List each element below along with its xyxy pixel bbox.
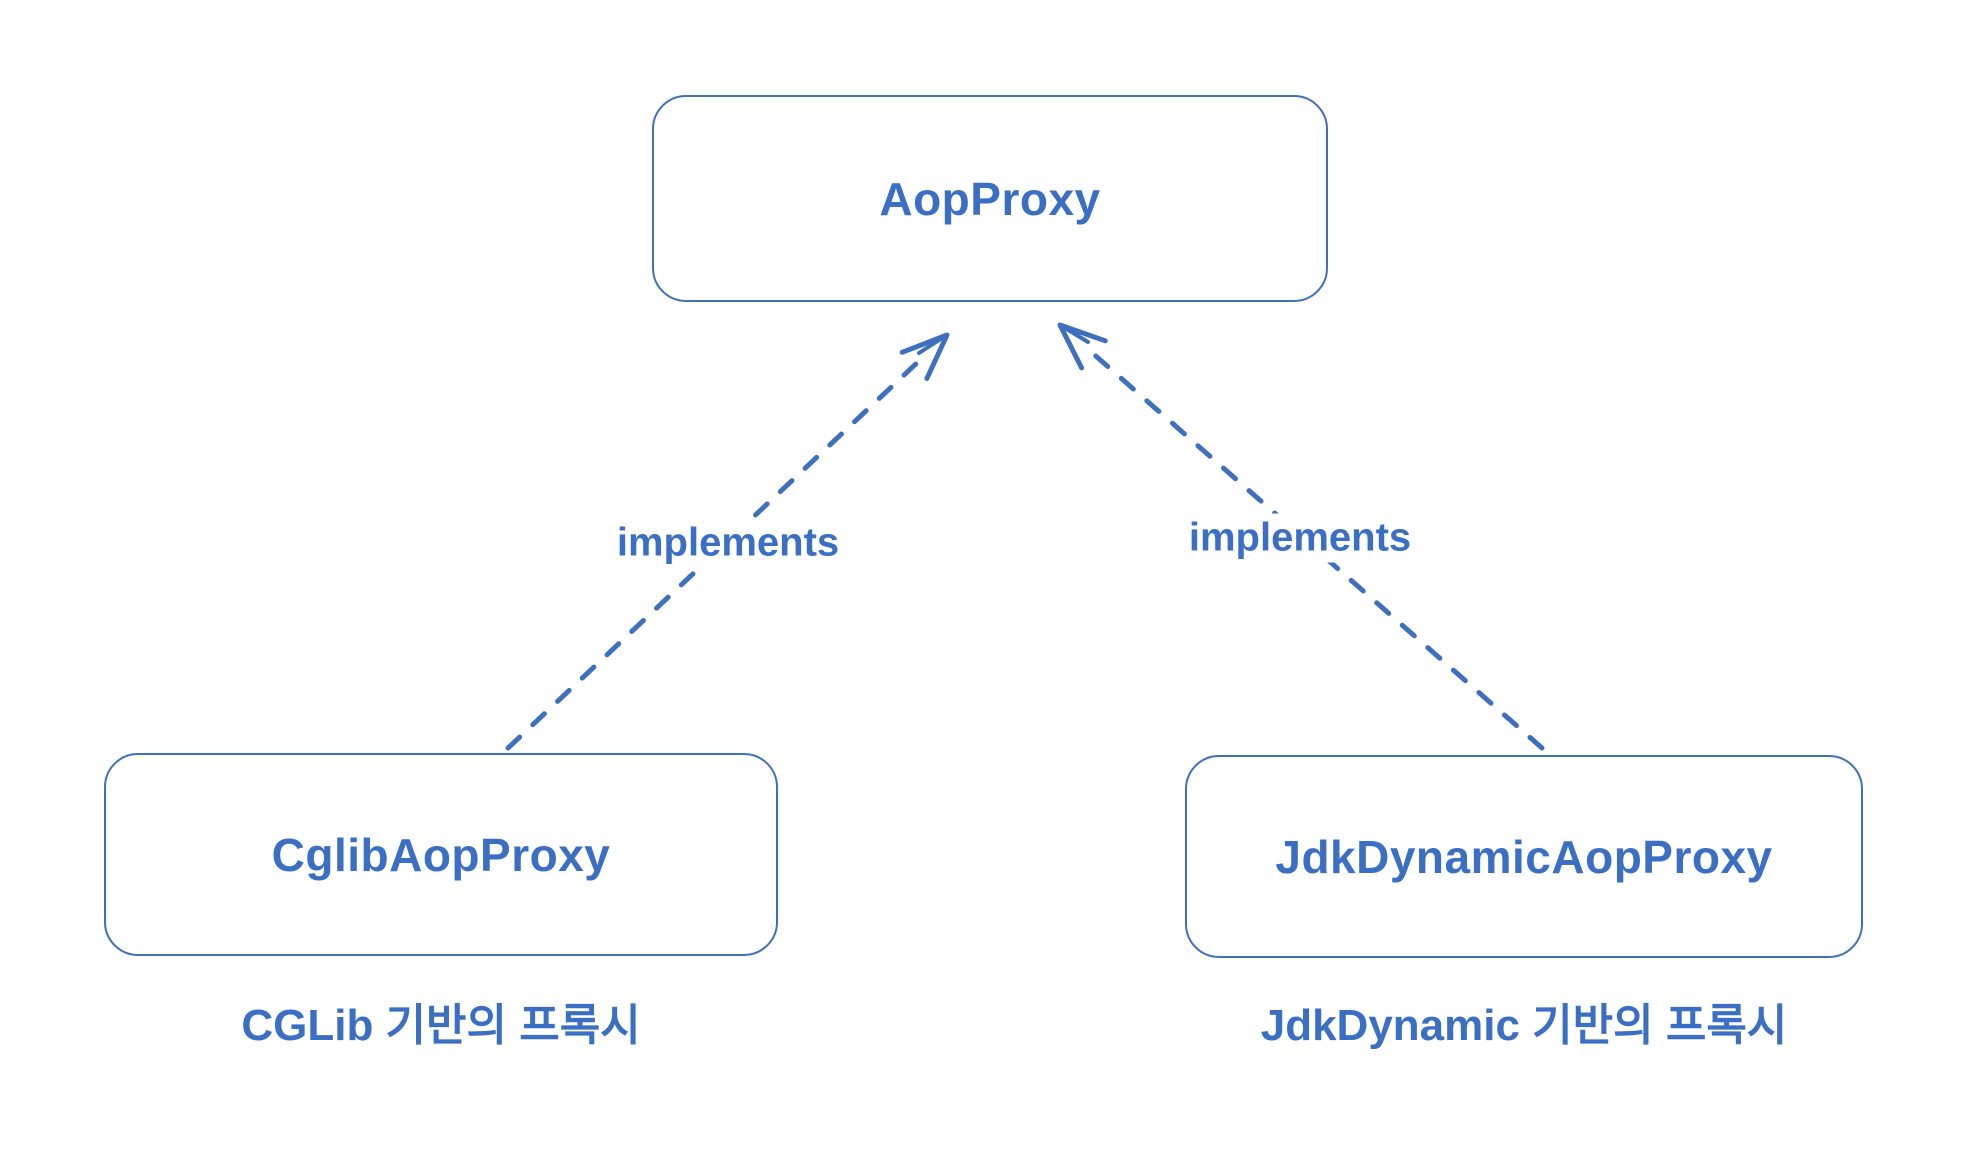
node-label: JdkDynamicAopProxy	[1275, 830, 1773, 883]
node-cglib-aop-proxy: CglibAopProxy	[104, 753, 778, 956]
node-label: AopProxy	[879, 172, 1101, 225]
right-edge-arrowhead-inner-stroke	[1058, 323, 1090, 344]
left-edge-arrowhead-inner-stroke	[917, 333, 949, 355]
caption-cglib-proxy: CGLib 기반의 프록시	[241, 1001, 641, 1050]
node-aop-proxy: AopProxy	[652, 95, 1328, 302]
edge-label-implements-right: implements	[1178, 513, 1422, 563]
node-jdk-dynamic-aop-proxy: JdkDynamicAopProxy	[1185, 755, 1863, 958]
edge-label-implements-left: implements	[606, 518, 850, 568]
right-edge-dashed-line	[1086, 347, 1545, 751]
node-label: CglibAopProxy	[271, 828, 611, 881]
edge-implements-right	[1057, 322, 1545, 751]
caption-jdk-dynamic-proxy: JdkDynamic 기반의 프록시	[1260, 1001, 1788, 1050]
